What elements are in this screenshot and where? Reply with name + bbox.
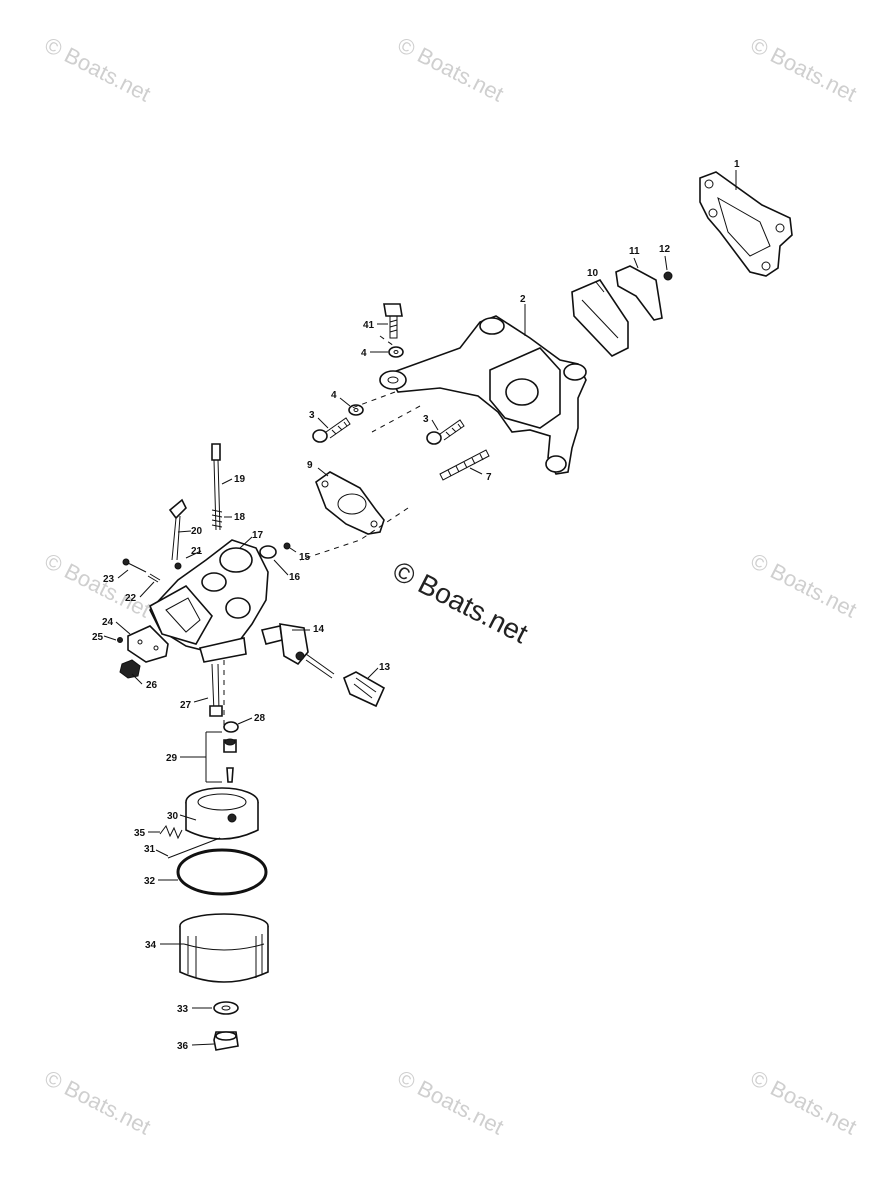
callout-27: 27 — [180, 700, 192, 711]
callout-33: 33 — [177, 1004, 189, 1015]
screw-part-23 — [122, 558, 147, 573]
washer-part-28 — [223, 721, 239, 733]
callout-41: 41 — [363, 320, 375, 331]
alignment-line — [351, 391, 396, 409]
callout-32: 32 — [144, 876, 156, 887]
manifold-part-2 — [379, 315, 587, 475]
screw-part-21 — [174, 562, 182, 570]
callout-31: 31 — [144, 844, 156, 855]
callout-16: 16 — [289, 572, 301, 583]
gasket-part-9 — [315, 471, 385, 535]
callout-24: 24 — [102, 617, 114, 628]
leader-lines — [103, 170, 737, 1046]
callout-20: 20 — [191, 526, 203, 537]
callout-23: 23 — [103, 574, 115, 585]
callout-13: 13 — [379, 662, 391, 673]
callout-12: 12 — [659, 244, 671, 255]
callout-17: 17 — [252, 530, 264, 541]
callout-14: 14 — [313, 624, 325, 635]
reed-stop-part-11 — [615, 265, 663, 321]
callout-2: 2 — [520, 294, 526, 305]
screw-part-15 — [283, 542, 291, 550]
carburetor-body-part-17 — [148, 539, 269, 663]
callout-22: 22 — [125, 593, 137, 604]
washer-part-33 — [213, 1001, 239, 1015]
spring-part-22 — [147, 573, 161, 583]
reed-plate-part-10 — [571, 279, 629, 357]
nut-part-26 — [119, 659, 141, 679]
callout-21: 21 — [191, 546, 203, 557]
callout-28: 28 — [254, 713, 266, 724]
callout-34: 34 — [145, 940, 157, 951]
o-ring-part-32 — [176, 848, 268, 896]
callout-4-lower: 4 — [331, 390, 337, 401]
callout-labels: 1 2 3 3 4 4 7 9 10 11 12 13 14 15 16 17 … — [92, 159, 740, 1052]
screw-part-12 — [663, 271, 673, 281]
bracket-part-29 — [205, 731, 222, 783]
fitting-part-13 — [342, 671, 386, 708]
jet-part-29-upper — [223, 738, 237, 753]
callout-26: 26 — [146, 680, 158, 691]
screw-part-3-left — [312, 417, 351, 443]
callout-3-right: 3 — [423, 414, 429, 425]
washer-part-4-lower — [348, 404, 364, 416]
callout-30: 30 — [167, 811, 179, 822]
screw-part-3-right — [426, 419, 465, 445]
needle-part-27 — [209, 663, 223, 717]
drain-plug-part-36 — [213, 1031, 239, 1051]
washer-part-4-upper — [388, 346, 404, 358]
callout-11: 11 — [629, 246, 640, 257]
throttle-shaft-part-20 — [168, 498, 187, 561]
choke-rod-part-19 — [211, 443, 221, 531]
callout-7: 7 — [486, 472, 492, 483]
callout-35: 35 — [134, 828, 146, 839]
callout-15: 15 — [299, 552, 311, 563]
plate-part-24 — [127, 625, 169, 663]
gasket-part-1 — [699, 171, 793, 277]
washer-part-16 — [259, 545, 277, 559]
spring-part-35 — [159, 824, 183, 840]
needle-valve-part-14 — [260, 623, 335, 679]
spring-part-18 — [211, 509, 223, 528]
jet-part-29-lower — [226, 767, 234, 783]
callout-36: 36 — [177, 1041, 189, 1052]
callout-9: 9 — [307, 460, 313, 471]
callout-18: 18 — [234, 512, 246, 523]
screw-part-25 — [117, 637, 123, 643]
float-bowl-part-34 — [179, 913, 269, 983]
float-part-30 — [185, 787, 259, 840]
callout-10: 10 — [587, 268, 599, 279]
pin-part-31 — [167, 837, 221, 859]
stud-part-7 — [439, 449, 490, 481]
callout-1: 1 — [734, 159, 740, 170]
callout-4-upper: 4 — [361, 348, 367, 359]
alignment-line — [371, 405, 421, 433]
callout-25: 25 — [92, 632, 104, 643]
callout-3-left: 3 — [309, 410, 315, 421]
callout-29: 29 — [166, 753, 178, 764]
bolt-part-41 — [383, 303, 403, 339]
alignment-line — [379, 335, 395, 347]
callout-19: 19 — [234, 474, 246, 485]
